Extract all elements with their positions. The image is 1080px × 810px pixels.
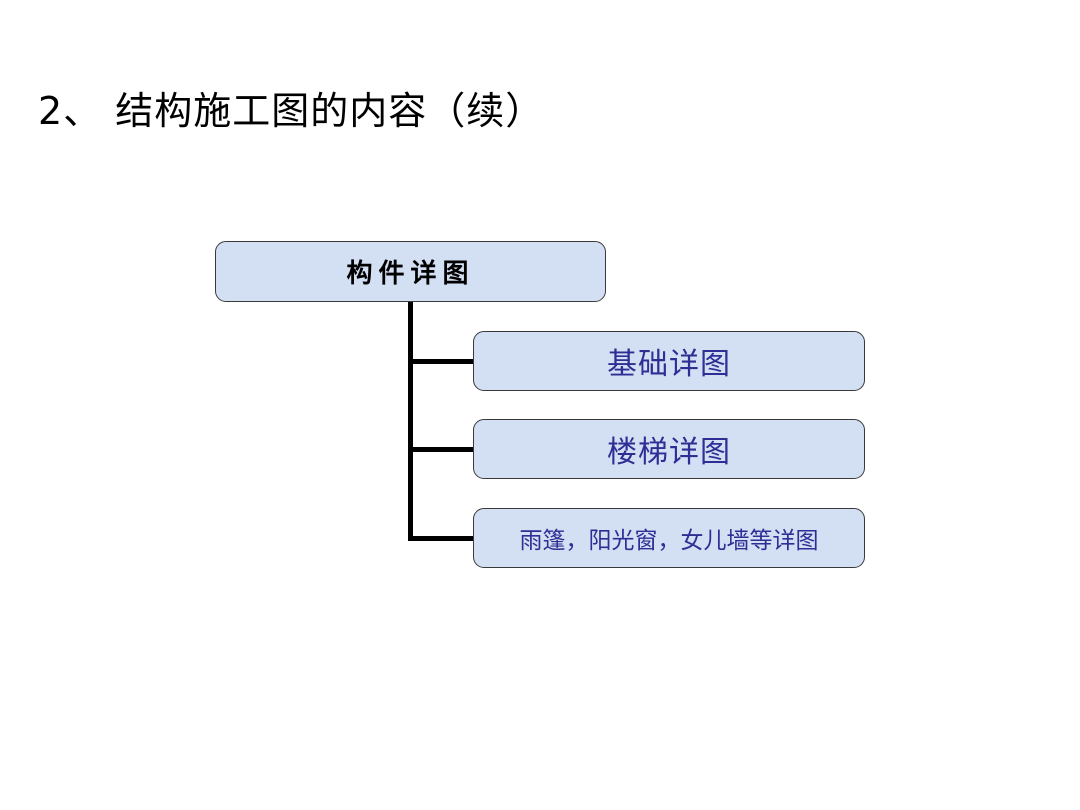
child-node-foundation: 基础详图 xyxy=(473,331,865,391)
child-node-label: 基础详图 xyxy=(607,347,731,382)
connector-branch-1 xyxy=(408,359,474,364)
root-node-label: 构件详图 xyxy=(346,259,475,289)
child-node-canopy-etc: 雨篷，阳光窗，女儿墙等详图 xyxy=(473,508,865,568)
connector-branch-3 xyxy=(408,536,474,541)
connector-trunk xyxy=(408,302,413,541)
root-node: 构件详图 xyxy=(215,241,606,302)
child-node-label: 雨篷，阳光窗，女儿墙等详图 xyxy=(519,528,819,554)
child-node-stairs: 楼梯详图 xyxy=(473,419,865,479)
connector-branch-2 xyxy=(408,447,474,452)
slide-title: 2、 结构施工图的内容（续） xyxy=(38,89,545,133)
child-node-label: 楼梯详图 xyxy=(607,435,731,470)
